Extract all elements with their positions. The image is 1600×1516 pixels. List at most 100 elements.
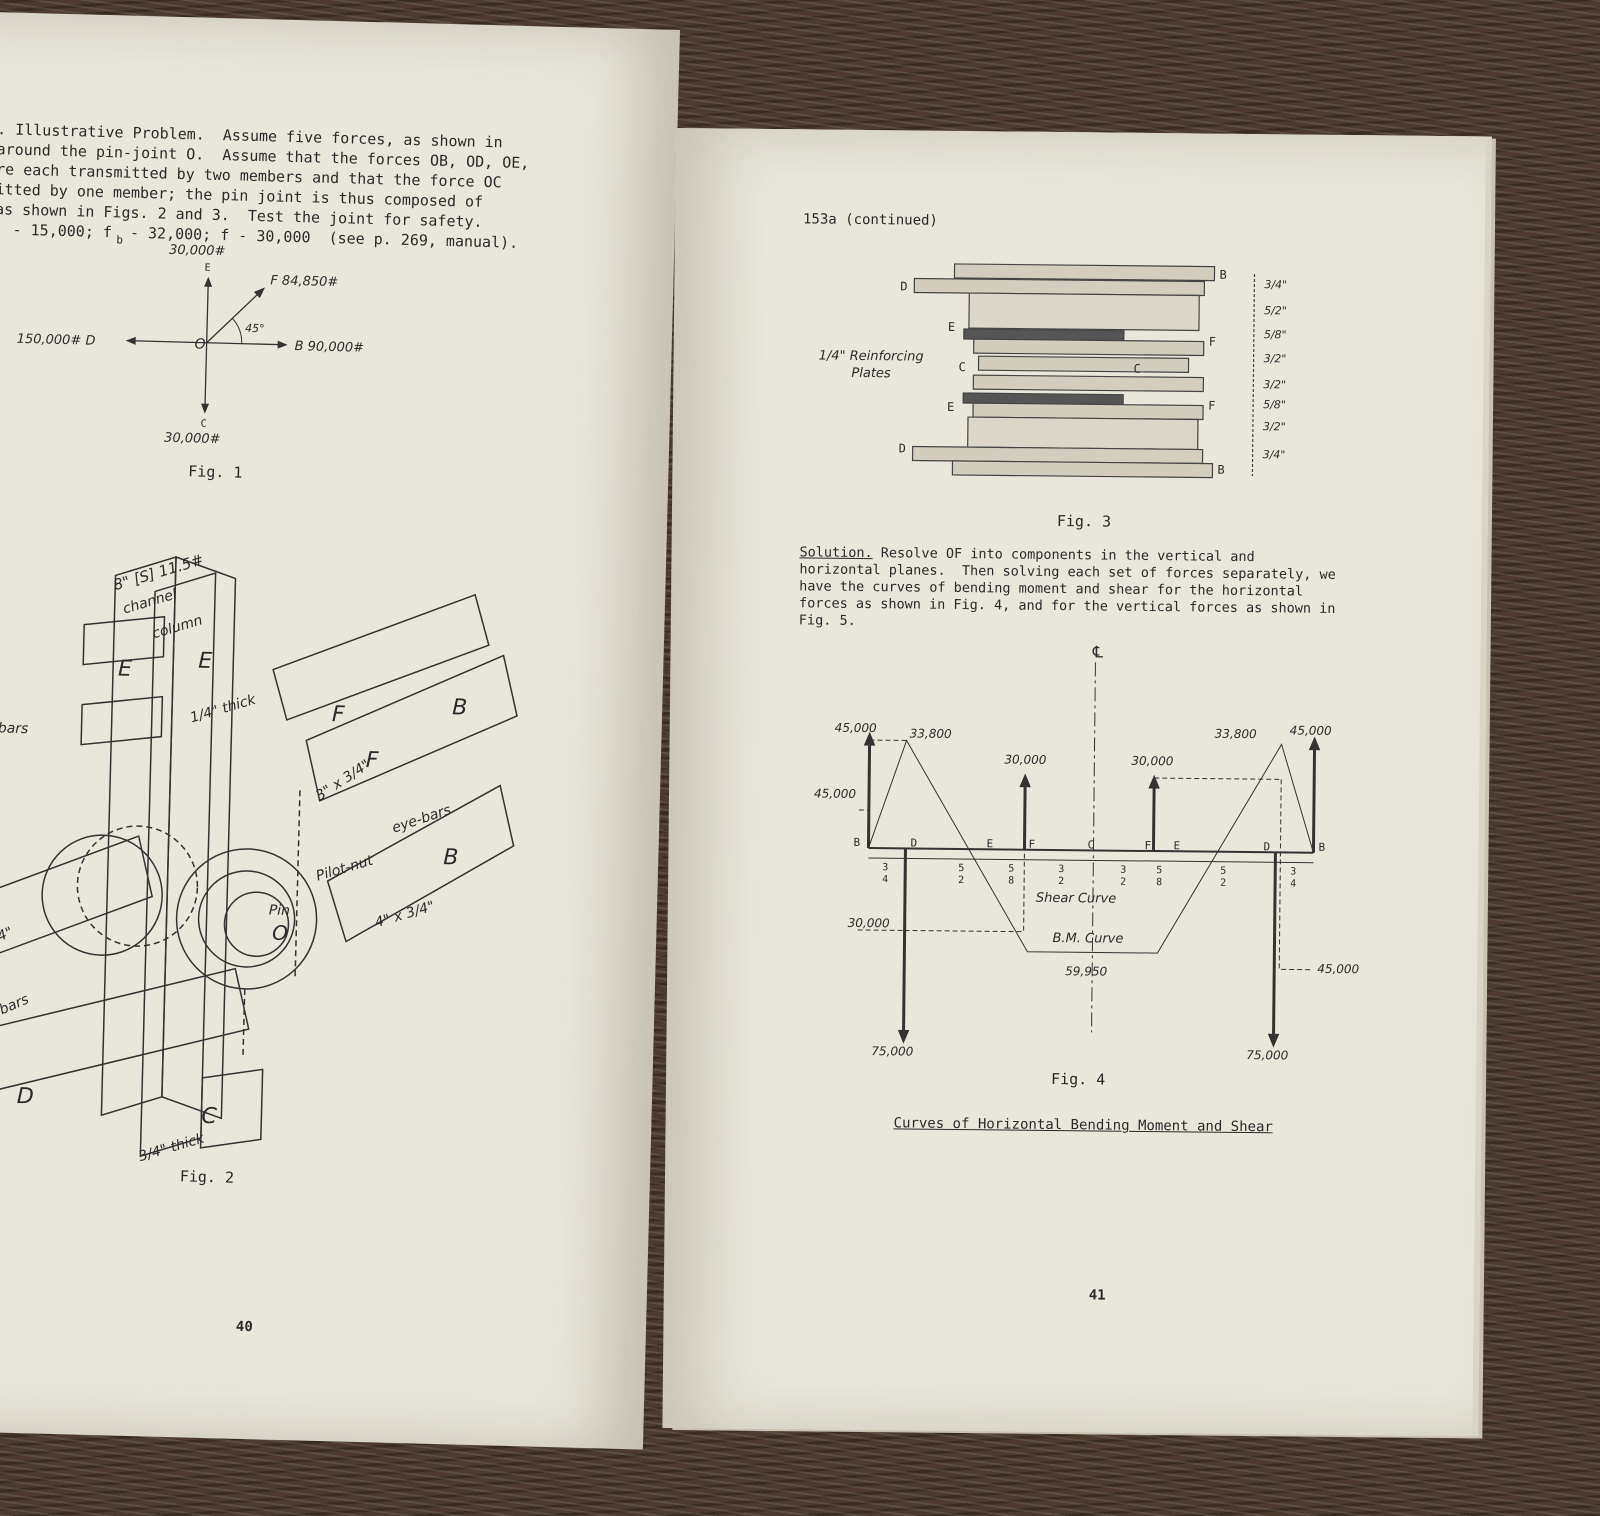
fig4-span-0-n: 3 (882, 862, 888, 873)
fig4-drawing (857, 662, 1321, 1048)
fig3-right-0: B (1219, 268, 1226, 282)
fig3-dim-6: 3/2" (1263, 420, 1286, 433)
fig3-labels: D E C E D B F C F B 1/4" Reinforcing Pla… (819, 268, 1288, 477)
fig4-span-6-n: 5 (1220, 866, 1226, 877)
fig4-point-0: B (853, 836, 860, 849)
fig2-size1-label: 3" x 3/4" (313, 757, 373, 804)
fig2-bracebars-label: cebars (0, 720, 29, 737)
fig2-c-label: C (201, 1104, 218, 1129)
fig3-dim-1: 5/2" (1264, 304, 1287, 317)
fig4-shear-curve: Shear Curve (1036, 891, 1116, 907)
fig4-v75000-l: 75,000 (871, 1044, 913, 1058)
fig3-dim-0: 3/4" (1264, 278, 1287, 291)
fig3-drawing (911, 263, 1256, 479)
fig1-angle: 45° (245, 322, 265, 336)
fig2-eyebars1-label: eye-bars (390, 802, 453, 837)
fig3-reinforcing: 1/4" Reinforcing (819, 349, 924, 365)
fig1-c-label: C (200, 419, 206, 430)
fig3-right-1: F (1209, 335, 1216, 349)
fig2-channel2-label: channel (121, 586, 179, 617)
fig4-span-1-n: 5 (958, 863, 964, 874)
fig4-bm-curve: B.M. Curve (1052, 931, 1123, 947)
fig4-span-5-n: 5 (1156, 865, 1162, 876)
fig2-channel-label: 8" [S] 11.5# (111, 551, 205, 595)
fig3-right-3: F (1208, 399, 1215, 413)
fig1-diagram: O E C 30,000# 30,000# 150,000# D B 90,00… (16, 243, 364, 447)
fig4-v75000-r: 75,000 (1246, 1048, 1288, 1062)
fig2-pilot-label: Pilot-nut (314, 853, 375, 885)
fig4-span-2-n: 5 (1008, 864, 1014, 875)
fig4-v30000-r: 30,000 (1131, 754, 1173, 768)
right-page: 153a (continued) D E C E D B F C (662, 128, 1486, 1437)
solution-line-5: Fig. 5. (798, 612, 856, 629)
fig2-caption: Fig. 2 (179, 1167, 235, 1187)
fig4-span-7-n: 3 (1290, 866, 1296, 877)
fig4-centerline: ℄ (1090, 642, 1105, 661)
solution-lead: Solution. (799, 544, 873, 562)
fig4-v33800-r: 33,800 (1215, 727, 1257, 741)
fig4-point-5: F (1144, 839, 1151, 852)
fig4-v45000-tr: 45,000 (1290, 723, 1332, 737)
fig4-v33800-l: 33,800 (910, 726, 952, 740)
fig1-left-force: 150,000# D (16, 332, 95, 349)
fig4-v30000-l: 30,000 (1004, 752, 1046, 766)
fig4-v45000-ml: 45,000 (814, 786, 856, 800)
fig1-right-force: B 90,000# (294, 339, 364, 356)
fig3-caption: Fig. 3 (1056, 512, 1112, 531)
fig4-point-8: B (1318, 841, 1325, 854)
fig4-point-7: D (1263, 840, 1270, 853)
fig4-v45000-br: 45,000 (1317, 962, 1359, 976)
fig3-left-4: D (899, 441, 906, 455)
fig3-dim-7: 3/4" (1263, 448, 1286, 461)
fig4-point-3: F (1028, 838, 1035, 851)
fig3-left-1: E (948, 320, 955, 334)
fig4-span-1-d: 2 (958, 875, 964, 886)
fig4-v59950: 59,950 (1065, 964, 1107, 978)
fig3-dim-3: 3/2" (1264, 352, 1287, 365)
fig4-point-2: E (986, 837, 993, 850)
fig4-caption: Fig. 4 (1050, 1069, 1106, 1089)
fig4-point-1: D (910, 836, 917, 849)
fig2-e1-label: E (118, 657, 133, 682)
fig2-pin-label: Pin (269, 903, 291, 920)
fig4-labels: ℄ 45,000 33,800 30,000 30,000 33,800 45,… (814, 642, 1360, 1062)
fig3-left-0: D (900, 279, 907, 293)
fig2-f1-label: F (332, 702, 346, 727)
fig4-span-0-d: 4 (882, 874, 888, 885)
fig3-dim-4: 3/2" (1263, 378, 1286, 391)
fig1-bottom-force: 30,000# (164, 431, 221, 447)
fig2-drawing (0, 555, 518, 1158)
fig4-span-4-d: 2 (1120, 877, 1126, 888)
fig2-thick1-label: 1/4" thick (188, 692, 258, 727)
fig4-span-6-d: 2 (1220, 878, 1226, 889)
fig3-left-2: C (958, 360, 965, 374)
fig1-caption: Fig. 1 (188, 462, 243, 482)
page-number-right: 41 (1088, 1287, 1106, 1304)
fig4-span-3-n: 3 (1058, 864, 1064, 875)
fig1-center-o: O (194, 336, 205, 352)
fig2-b1-label: B (452, 695, 468, 720)
fig4-point-4: C (1087, 838, 1094, 851)
fig2-labels: 8" [S] 11.5# channel column E E 1/4" thi… (0, 551, 468, 1166)
fig3-left-3: E (947, 400, 954, 414)
fig4-v30000-bl: 30,000 (848, 916, 890, 930)
fig2-thick2-label: 3/4" thick (137, 1130, 207, 1165)
fig4-point-6: E (1173, 839, 1180, 852)
fig3-plates: Plates (851, 366, 891, 381)
fig4-span-2-d: 8 (1008, 876, 1014, 887)
fig2-b2-label: B (443, 845, 459, 870)
fig2-f2-label: F (365, 748, 379, 773)
fig4-v45000-tl: 45,000 (835, 721, 877, 735)
fig2-size2-label: 4" x 3/4" (373, 898, 437, 931)
fig4-span-5-d: 8 (1156, 877, 1162, 888)
fig2-d-label: D (17, 1084, 35, 1109)
fig3-right-2: C (1133, 362, 1140, 376)
fig3-right-4: B (1217, 463, 1224, 477)
fig1-e-label: E (204, 263, 210, 274)
fig4-span-4-n: 3 (1120, 865, 1126, 876)
fig4-span-3-d: 2 (1058, 876, 1064, 887)
fig4-span-7-d: 4 (1290, 878, 1296, 889)
right-figures: D E C E D B F C F B 1/4" Reinforcing Pla… (814, 263, 1360, 1062)
fig3-dim-5: 5/8" (1263, 398, 1286, 411)
left-figures: O E C 30,000# 30,000# 150,000# D B 90,00… (0, 243, 518, 1166)
